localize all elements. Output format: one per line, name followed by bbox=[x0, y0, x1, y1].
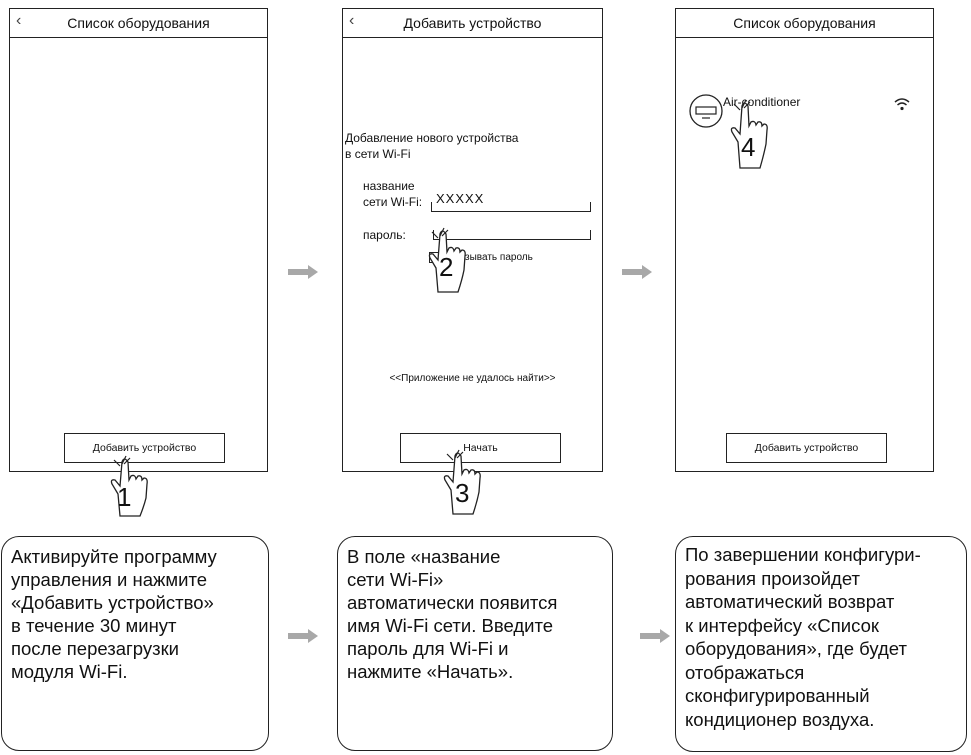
description-line: сконфигурированный bbox=[685, 685, 870, 706]
pointing-hand-icon bbox=[428, 227, 466, 293]
description-line: рования произойдет bbox=[685, 567, 860, 589]
password-label: пароль: bbox=[363, 228, 406, 242]
description-line: «Добавить устройство» bbox=[11, 592, 214, 613]
screen-title: Список оборудования bbox=[67, 15, 210, 31]
step-number-3: 3 bbox=[455, 478, 470, 508]
phone-screen-3: Список оборудования Air-conditioner Доба… bbox=[675, 8, 934, 472]
step-number-1: 1 bbox=[117, 482, 132, 512]
description-line: к интерфейсу «Список bbox=[685, 614, 879, 636]
ssid-input[interactable] bbox=[431, 202, 591, 212]
description-line: кондиционер воздуха. bbox=[685, 708, 875, 730]
back-icon[interactable]: ‹ bbox=[349, 12, 355, 29]
description-box-2: В поле «название сети Wi-Fi» автоматичес… bbox=[337, 536, 613, 751]
ssid-label-line-1: название bbox=[363, 179, 415, 193]
start-button[interactable]: Начать bbox=[400, 433, 561, 463]
air-conditioner-icon bbox=[689, 94, 723, 128]
pointing-hand-icon bbox=[110, 455, 148, 517]
description-line: сети Wi-Fi» bbox=[347, 569, 444, 590]
description-line: Активируйте программу bbox=[11, 546, 217, 567]
arrow-right-icon bbox=[288, 629, 318, 643]
description-line: оборудования», где будет bbox=[685, 638, 907, 659]
description-line: отображаться bbox=[685, 661, 805, 683]
description-line: По завершении конфигури- bbox=[685, 544, 921, 565]
wifi-icon bbox=[894, 98, 910, 111]
description-line: модуля Wi-Fi. bbox=[11, 661, 128, 682]
description-line: управления и нажмите bbox=[11, 569, 208, 590]
screen-title: Список оборудования bbox=[733, 15, 876, 31]
description-line: пароль для Wi-Fi и bbox=[347, 638, 509, 659]
description-line: В поле «название bbox=[347, 546, 501, 567]
screen-header: ‹ Список оборудования bbox=[10, 9, 267, 38]
intro-line-2: в сети Wi-Fi bbox=[345, 147, 411, 161]
add-device-button[interactable]: Добавить устройство bbox=[726, 433, 887, 463]
add-device-button[interactable]: Добавить устройство bbox=[64, 433, 225, 463]
description-box-1: Активируйте программу управления и нажми… bbox=[1, 536, 269, 751]
back-icon[interactable]: ‹ bbox=[16, 12, 22, 29]
screen-title: Добавить устройство bbox=[403, 15, 542, 31]
description-line: после перезагрузки bbox=[11, 638, 180, 659]
ssid-value: XXXXX bbox=[436, 191, 485, 206]
pointing-hand-icon bbox=[443, 449, 481, 515]
step-number-4: 4 bbox=[741, 132, 756, 162]
password-input[interactable] bbox=[433, 230, 591, 240]
description-line: автоматический возврат bbox=[685, 591, 895, 612]
arrow-right-icon bbox=[622, 265, 652, 279]
pointing-hand-icon bbox=[730, 99, 768, 169]
phone-screen-1: ‹ Список оборудования Добавить устройств… bbox=[9, 8, 268, 472]
intro-line-1: Добавление нового устройства bbox=[345, 131, 519, 145]
screen-header: ‹ Добавить устройство bbox=[343, 9, 602, 38]
phone-screen-2: ‹ Добавить устройство Добавление нового … bbox=[342, 8, 603, 472]
arrow-right-icon bbox=[288, 265, 318, 279]
ssid-label-line-2: сети Wi-Fi: bbox=[363, 195, 423, 209]
arrow-right-icon bbox=[640, 629, 670, 643]
show-password-label: показывать пароль bbox=[444, 252, 533, 263]
description-line: в течение 30 минут bbox=[11, 615, 177, 636]
not-found-message: <<Приложение не удалось найти>> bbox=[389, 373, 556, 384]
description-line: имя Wi-Fi сети. Введите bbox=[347, 615, 554, 636]
description-box-3: По завершении конфигури- рования произой… bbox=[675, 536, 967, 752]
description-line: нажмите «Начать». bbox=[347, 661, 514, 682]
step-number-2: 2 bbox=[439, 252, 454, 282]
description-line: автоматически появится bbox=[347, 592, 558, 613]
screen-header: Список оборудования bbox=[676, 9, 933, 38]
